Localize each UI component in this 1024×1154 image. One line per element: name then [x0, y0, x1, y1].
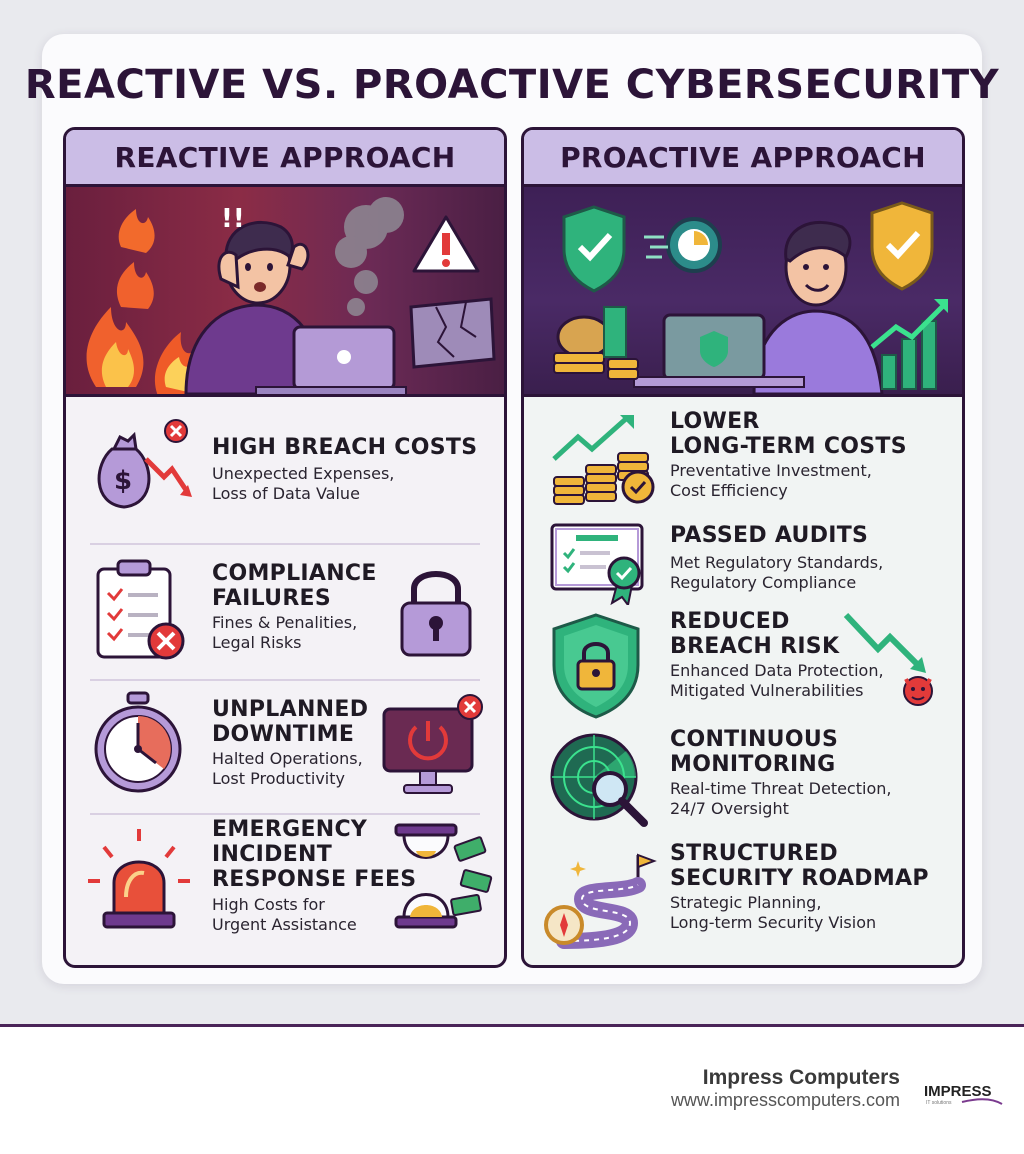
page-title: REACTIVE VS. PROACTIVE CYBERSECURITY — [24, 62, 1000, 108]
monitor-power-icon — [382, 694, 483, 794]
item-description: Met Regulatory Standards, Regulatory Com… — [670, 553, 884, 592]
radar-icon — [550, 733, 648, 827]
shield-gold-icon — [870, 201, 934, 291]
item-description: Enhanced Data Protection, Mitigated Vuln… — [670, 661, 884, 700]
warning-icon — [412, 215, 480, 273]
impress-logo: IMPRESS IT solutions — [924, 1083, 1003, 1106]
list-item: STRUCTURED SECURITY ROADMAP Strategic Pl… — [524, 841, 962, 961]
proactive-scene-illustration — [524, 187, 962, 397]
shield-check-icon — [562, 205, 626, 293]
laptop-icon — [255, 325, 407, 394]
footer — [0, 1027, 1024, 1154]
roadmap-icon — [544, 853, 657, 949]
logo-subtext: IT solutions — [926, 1100, 952, 1106]
fire-icon — [86, 209, 203, 394]
svg-text:$: $ — [114, 466, 132, 496]
list-item: $ HIGH BREACH COSTS Unexpected Expenses,… — [66, 415, 504, 535]
hourglass-money-icon — [394, 823, 493, 929]
item-title: PASSED AUDITS — [670, 523, 869, 548]
proactive-heading: PROACTIVE APPROACH — [524, 130, 962, 187]
coins-icon — [553, 306, 639, 380]
list-item: PASSED AUDITS Met Regulatory Standards, … — [524, 515, 962, 605]
stopwatch-icon — [94, 691, 182, 793]
checklist-fail-icon — [96, 559, 185, 660]
list-item: COMPLIANCE FAILURES Fines & Penalities, … — [66, 547, 504, 671]
logo-text: IMPRESS — [924, 1083, 992, 1100]
threat-decline-icon — [843, 612, 933, 706]
item-title: EMERGENCY INCIDENT RESPONSE FEES — [212, 817, 417, 892]
item-description: Preventative Investment, Cost Efficiency — [670, 461, 872, 500]
money-bag-down-icon: $ — [97, 419, 192, 509]
item-title: LOWER LONG-TERM COSTS — [670, 409, 907, 459]
list-item: EMERGENCY INCIDENT RESPONSE FEES High Co… — [66, 817, 504, 965]
item-description: Strategic Planning, Long-term Security V… — [670, 893, 877, 932]
happy-person-illustration — [752, 221, 884, 394]
company-name: Impress Computers — [702, 1066, 900, 1089]
stressed-person-illustration — [184, 221, 328, 394]
item-title: STRUCTURED SECURITY ROADMAP — [670, 841, 929, 891]
reactive-scene-illustration: !! — [66, 187, 504, 397]
divider — [90, 679, 480, 681]
divider — [90, 543, 480, 545]
list-item: CONTINUOUS MONITORING Real-time Threat D… — [524, 723, 962, 837]
item-description: Unexpected Expenses, Loss of Data Value — [212, 464, 395, 503]
proactive-panel: PROACTIVE APPROACH — [521, 127, 965, 968]
item-title: HIGH BREACH COSTS — [212, 435, 478, 460]
padlock-icon — [400, 571, 472, 657]
reactive-heading: REACTIVE APPROACH — [66, 130, 504, 187]
reactive-panel: REACTIVE APPROACH — [63, 127, 507, 968]
item-title: REDUCED BREACH RISK — [670, 609, 840, 659]
item-title: COMPLIANCE FAILURES — [212, 561, 377, 611]
item-description: Real-time Threat Detection, 24/7 Oversig… — [670, 779, 892, 818]
list-item: UNPLANNED DOWNTIME Halted Operations, Lo… — [66, 685, 504, 805]
broken-screen-icon — [409, 297, 496, 369]
item-description: Halted Operations, Lost Productivity — [212, 749, 363, 788]
alarm-marks: !! — [221, 204, 245, 234]
company-url[interactable]: www.impresscomputers.com — [670, 1090, 900, 1110]
item-description: Fines & Penalities, Legal Risks — [212, 613, 358, 652]
smoke-icon — [335, 197, 404, 316]
list-item: LOWER LONG-TERM COSTS Preventative Inves… — [524, 403, 962, 513]
certificate-icon — [550, 523, 644, 605]
laptop-shield-icon — [633, 313, 805, 388]
shield-lock-icon — [552, 613, 640, 719]
list-item: REDUCED BREACH RISK Enhanced Data Protec… — [524, 605, 962, 719]
item-title: CONTINUOUS MONITORING — [670, 727, 839, 777]
item-description: High Costs for Urgent Assistance — [212, 895, 357, 934]
growth-chart-icon — [870, 299, 948, 390]
coins-growth-icon — [552, 415, 655, 505]
alarm-siren-icon — [88, 829, 190, 929]
footer-divider — [0, 1024, 1024, 1027]
divider — [90, 813, 480, 815]
item-title: UNPLANNED DOWNTIME — [212, 697, 369, 747]
gear-clock-icon — [644, 217, 722, 273]
